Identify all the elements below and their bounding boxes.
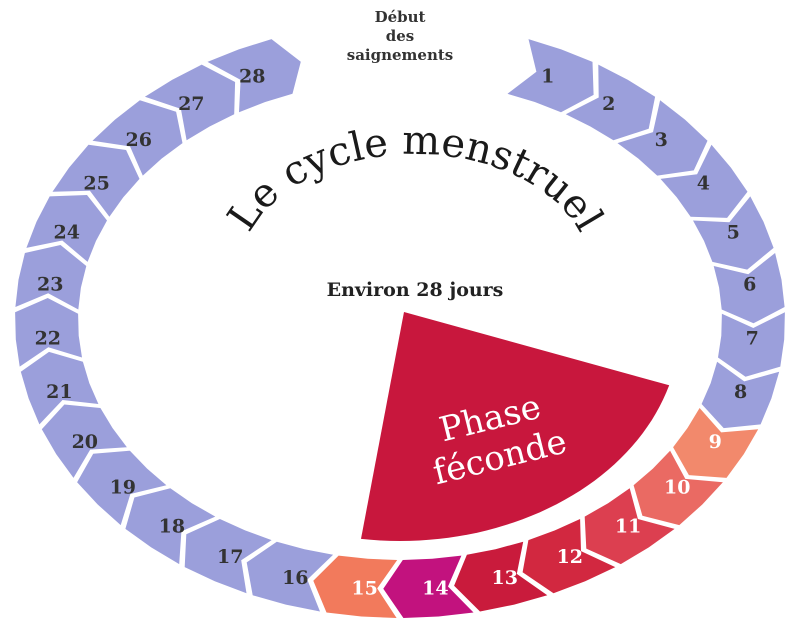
day-segment-4 <box>660 144 748 218</box>
day-label-11: 11 <box>615 515 641 537</box>
day-label-17: 17 <box>217 546 243 568</box>
day-label-15: 15 <box>351 578 377 600</box>
day-segment-1 <box>507 39 594 113</box>
day-segment-21 <box>20 351 99 425</box>
day-label-7: 7 <box>746 328 759 350</box>
day-segment-7 <box>718 312 785 377</box>
bleeding-start-line-2: des <box>385 27 415 45</box>
day-label-27: 27 <box>178 93 204 115</box>
bleeding-start-line-1: Début <box>374 8 426 26</box>
bleeding-start-line-3: saignements <box>346 46 454 64</box>
day-label-22: 22 <box>35 328 61 350</box>
day-label-6: 6 <box>743 274 756 296</box>
day-segment-11 <box>584 488 675 565</box>
day-label-4: 4 <box>697 173 710 195</box>
day-label-26: 26 <box>125 129 151 151</box>
fertile-phase-wedge <box>361 312 670 541</box>
bleeding-start-label: Début des saignements <box>330 8 470 65</box>
day-label-8: 8 <box>734 381 747 403</box>
diagram-title-path: Le cycle menstruel <box>219 118 612 239</box>
day-segment-12 <box>522 519 616 594</box>
day-label-18: 18 <box>159 515 185 537</box>
day-segment-20 <box>41 404 127 478</box>
day-segment-13 <box>454 541 548 612</box>
day-ring: 1234567891011121314151617181920212223242… <box>15 39 785 618</box>
day-segment-28 <box>207 39 301 113</box>
day-segment-24 <box>26 195 107 262</box>
day-label-13: 13 <box>491 567 517 589</box>
day-segment-17 <box>184 519 272 594</box>
day-segment-2 <box>565 64 656 141</box>
day-label-20: 20 <box>72 431 98 453</box>
day-segment-23 <box>15 245 87 310</box>
day-label-23: 23 <box>37 274 63 296</box>
day-segment-5 <box>693 196 774 270</box>
day-segment-22 <box>15 298 83 367</box>
day-label-24: 24 <box>53 221 79 243</box>
day-label-12: 12 <box>557 546 583 568</box>
day-segment-3 <box>617 100 708 176</box>
day-label-2: 2 <box>602 93 615 115</box>
day-segment-15 <box>313 555 398 618</box>
day-segment-19 <box>77 450 167 526</box>
day-label-14: 14 <box>422 578 448 600</box>
day-segment-18 <box>125 488 216 565</box>
day-label-1: 1 <box>541 66 554 88</box>
day-segment-10 <box>633 450 723 526</box>
day-label-5: 5 <box>727 221 740 243</box>
day-segment-26 <box>92 100 183 176</box>
day-label-21: 21 <box>46 381 72 403</box>
cycle-duration-subtitle: Environ 28 jours <box>326 279 504 301</box>
day-label-3: 3 <box>655 129 668 151</box>
day-label-25: 25 <box>83 173 109 195</box>
day-segment-9 <box>673 408 759 478</box>
day-segment-6 <box>713 253 785 324</box>
day-segment-14 <box>383 555 474 618</box>
day-label-9: 9 <box>709 431 722 453</box>
day-segment-16 <box>246 541 334 612</box>
day-label-16: 16 <box>282 567 308 589</box>
day-label-19: 19 <box>110 477 136 499</box>
day-segment-25 <box>52 144 140 217</box>
day-segment-8 <box>701 361 780 429</box>
day-label-28: 28 <box>239 66 265 88</box>
day-label-10: 10 <box>664 477 690 499</box>
diagram-title: Le cycle menstruel <box>219 118 612 239</box>
day-segment-27 <box>144 64 236 141</box>
